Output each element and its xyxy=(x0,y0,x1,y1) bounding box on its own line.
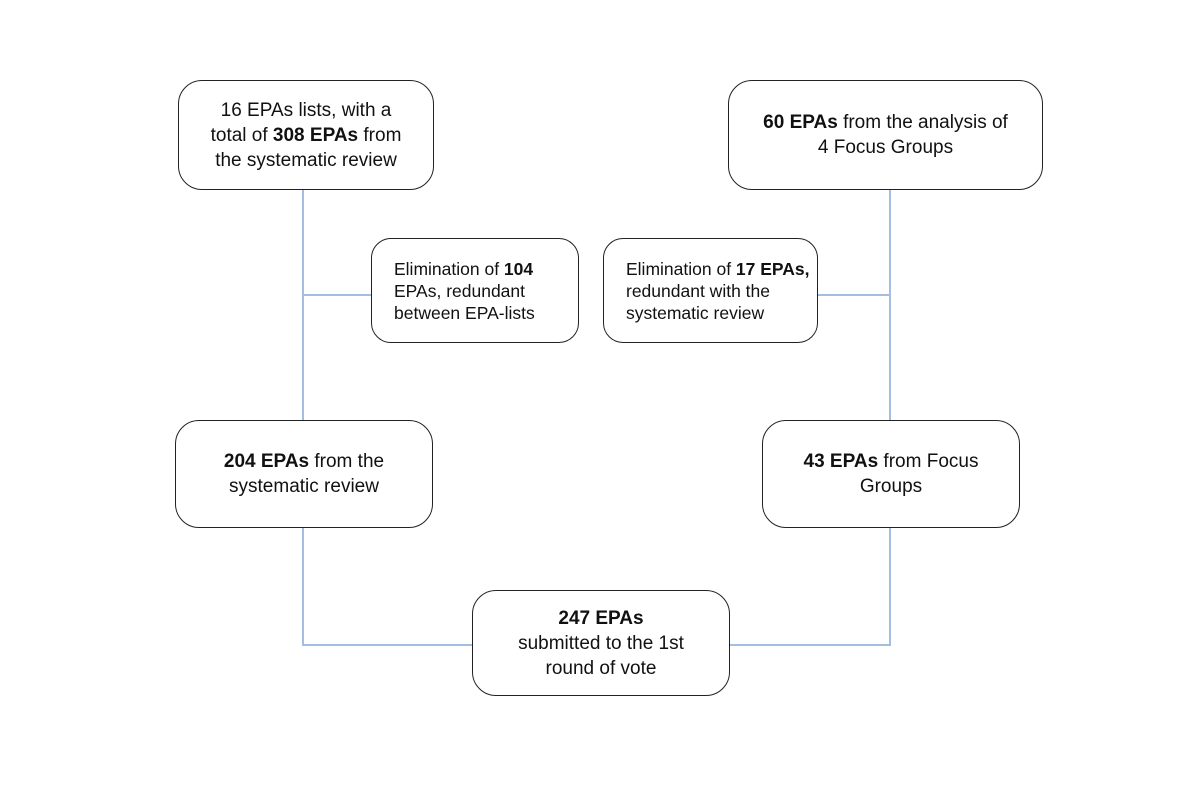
text-segment: redundant with the xyxy=(626,280,770,301)
node-247-epas-first-round-vote-text: 247 EPAs submitted to the 1st round of vot… xyxy=(518,606,684,681)
node-16-epa-lists-308: 16 EPAs lists, with a total of 308 EPAs f… xyxy=(178,80,434,190)
bold-text-segment: 60 EPAs xyxy=(763,112,838,133)
text-segment: from xyxy=(358,124,402,146)
node-60-epas-focus-groups-text: 60 EPAs from the analysis of 4 Focus Grou… xyxy=(763,110,1008,160)
connector-60-to-43-vertical xyxy=(889,189,891,420)
connector-308-to-204-vertical xyxy=(302,189,304,420)
node-60-epas-focus-groups: 60 EPAs from the analysis of 4 Focus Grou… xyxy=(728,80,1043,190)
node-16-epa-lists-308-text: 16 EPAs lists, with a total of 308 EPAs f… xyxy=(211,98,402,173)
node-204-epas-systematic-review-text: 204 EPAs from the systematic review xyxy=(224,449,384,499)
bold-text-segment: 104 xyxy=(503,258,534,279)
text-segment: systematic review xyxy=(626,302,765,323)
text-segment: from the xyxy=(309,451,385,472)
connector-branch-to-elimination-17 xyxy=(817,294,890,296)
text-segment: the systematic review xyxy=(215,149,397,171)
connector-43-to-247-horizontal xyxy=(730,644,890,646)
node-204-epas-systematic-review: 204 EPAs from the systematic review xyxy=(175,420,433,528)
text-segment: from the analysis of xyxy=(837,112,1008,133)
connector-branch-to-elimination-104 xyxy=(303,294,371,296)
node-elimination-17-text: Elimination of 17 EPAs,redundant with th… xyxy=(626,258,810,324)
bold-text-segment: 43 EPAs xyxy=(803,451,879,472)
node-247-epas-first-round-vote: 247 EPAs submitted to the 1st round of vot… xyxy=(472,590,730,696)
text-segment: round of vote xyxy=(545,657,657,679)
bold-text-segment: 308 EPAs xyxy=(272,124,359,146)
connector-204-down-vertical xyxy=(302,527,304,646)
text-segment: 4 Focus Groups xyxy=(817,137,954,158)
text-segment: total of xyxy=(210,124,273,146)
bold-text-segment: 17 EPAs, xyxy=(735,258,810,279)
text-segment: 16 EPAs lists, with a xyxy=(220,99,392,121)
text-segment: between EPA-lists xyxy=(394,302,535,323)
bold-text-segment: 247 EPAs xyxy=(558,607,644,629)
text-segment: Elimination of xyxy=(626,258,736,279)
text-segment: systematic review xyxy=(229,476,379,497)
text-segment: EPAs, redundant xyxy=(394,280,526,301)
text-segment: submitted to the 1st xyxy=(518,632,684,654)
node-elimination-17: Elimination of 17 EPAs,redundant with th… xyxy=(603,238,818,343)
connector-204-to-247-horizontal xyxy=(302,644,472,646)
bold-text-segment: 204 EPAs xyxy=(223,451,310,472)
text-segment: Groups xyxy=(859,476,923,497)
text-segment: from Focus xyxy=(878,451,979,472)
connector-43-down-vertical xyxy=(889,527,891,646)
text-segment: Elimination of xyxy=(394,258,504,279)
